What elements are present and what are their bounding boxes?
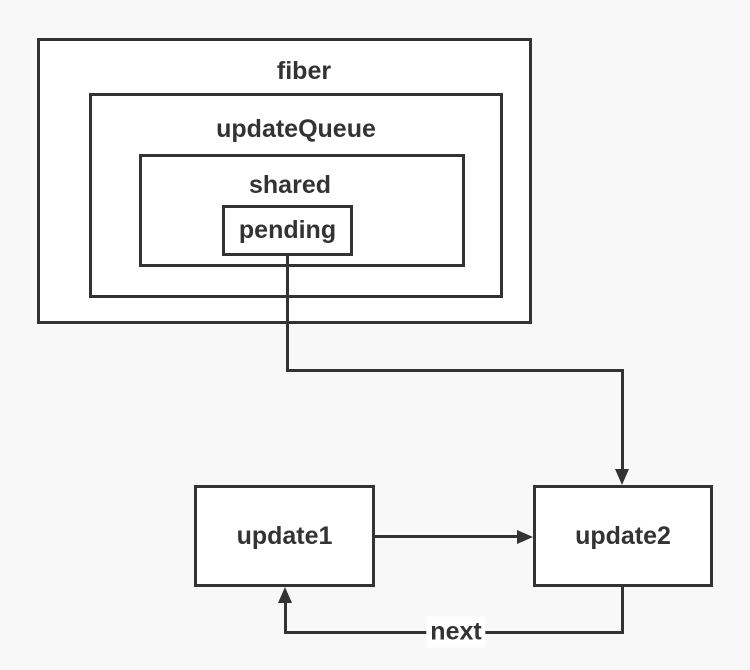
pending-to-update2-arrowhead-icon <box>615 469 629 485</box>
next-edge-label: next <box>426 616 486 648</box>
update2-to-update1-edge-segment-3 <box>284 601 287 634</box>
update2-to-update1-edge-segment-1 <box>621 587 624 634</box>
update2-box: update2 <box>533 485 713 587</box>
update-queue-label: updateQueue <box>216 115 376 143</box>
pending-box: pending <box>222 205 353 256</box>
update1-label: update1 <box>236 521 333 550</box>
shared-label: shared <box>249 171 331 199</box>
pending-label: pending <box>238 216 337 244</box>
pending-to-update2-edge-segment-1 <box>286 256 289 372</box>
update1-to-update2-arrowhead-icon <box>517 530 533 544</box>
update2-label: update2 <box>575 521 671 550</box>
pending-to-update2-edge-segment-2 <box>286 369 624 372</box>
fiber-label: fiber <box>276 57 332 85</box>
pending-to-update2-edge-segment-3 <box>621 369 624 470</box>
update2-to-update1-arrowhead-icon <box>278 587 292 603</box>
update1-box: update1 <box>194 485 375 587</box>
update1-to-update2-edge <box>375 535 519 538</box>
